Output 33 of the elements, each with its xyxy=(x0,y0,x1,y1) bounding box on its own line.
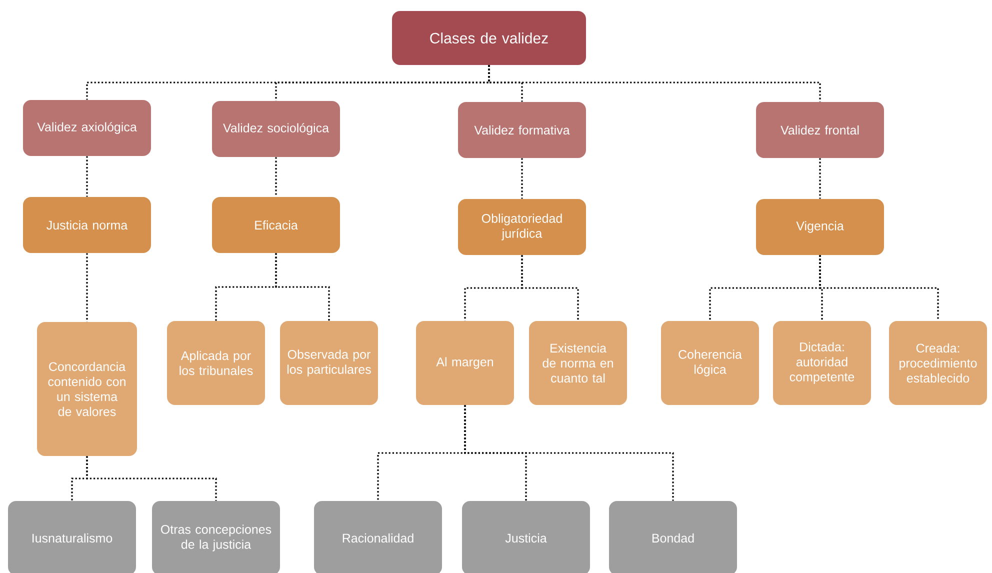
connector-line xyxy=(819,158,821,199)
connector-line xyxy=(275,157,277,197)
connector-line xyxy=(86,156,88,197)
concept-box: Justicia norma xyxy=(23,197,151,253)
connector-line xyxy=(521,158,523,199)
connector-line xyxy=(464,405,674,501)
concept-box: Vigencia xyxy=(756,199,884,255)
connector-line xyxy=(86,456,217,501)
item-box: Al margen xyxy=(416,321,514,405)
category-box: Validez sociológica xyxy=(212,101,340,157)
item-box: Dictada: autoridad competente xyxy=(773,321,872,405)
connector-line xyxy=(275,253,330,321)
connector-line xyxy=(86,253,88,322)
item-box: Existencia de norma en cuanto tal xyxy=(529,321,627,405)
subitem-box: Iusnaturalismo xyxy=(8,501,136,573)
connector-line xyxy=(521,255,579,321)
connector-line xyxy=(819,255,939,321)
item-box: Aplicada por los tribunales xyxy=(167,321,265,405)
subitem-box: Justicia xyxy=(462,501,590,573)
item-box: Creada: procedimiento establecido xyxy=(889,321,988,405)
category-box: Validez formativa xyxy=(458,102,586,158)
connector-line xyxy=(488,65,821,102)
title-box: Clases de validez xyxy=(392,11,586,65)
item-box: Observada por los particulares xyxy=(280,321,378,405)
subitem-box: Otras concepciones de la justicia xyxy=(152,501,280,573)
subitem-box: Racionalidad xyxy=(314,501,442,573)
concept-box: Eficacia xyxy=(212,197,340,253)
category-box: Validez frontal xyxy=(756,102,884,158)
concept-box: Obligatoriedad jurídica xyxy=(458,199,586,255)
item-box: Concordancia contenido con un sistema de valores xyxy=(37,322,137,456)
category-box: Validez axiológica xyxy=(23,100,151,156)
item-box: Coherencia lógica xyxy=(661,321,760,405)
subitem-box: Bondad xyxy=(609,501,738,573)
